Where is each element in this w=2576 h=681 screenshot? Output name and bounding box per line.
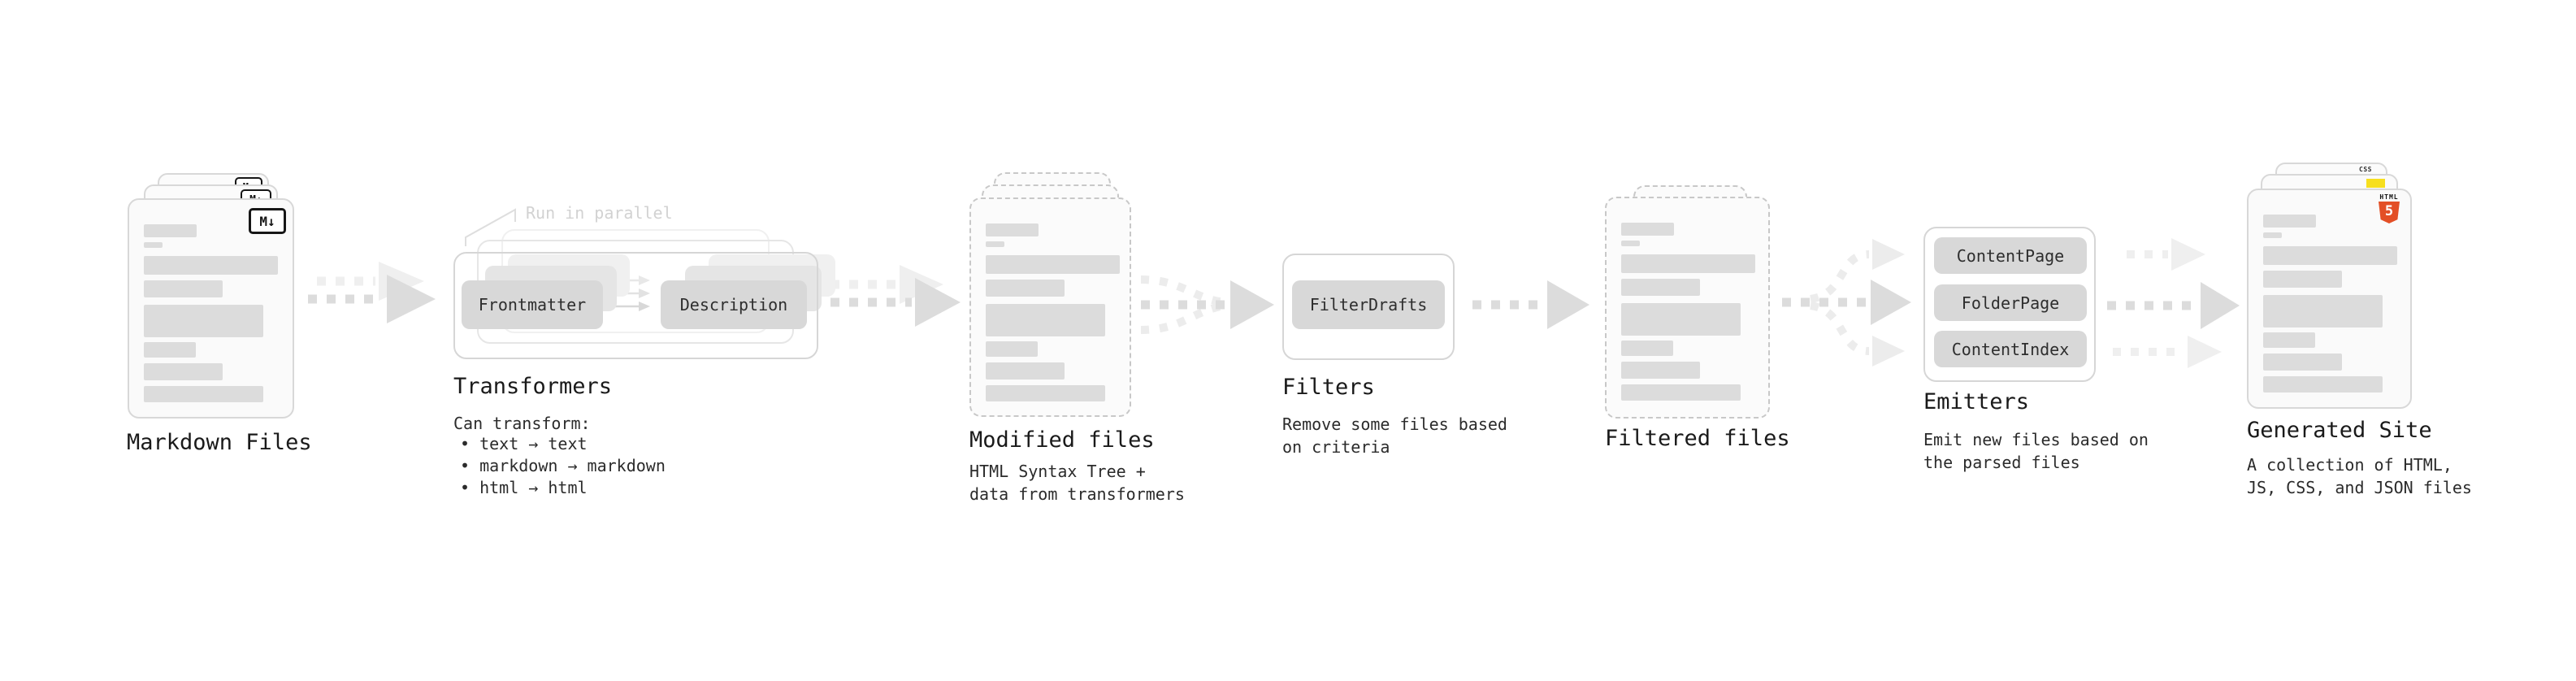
transformers-title: Transformers bbox=[453, 374, 613, 399]
emitter-contentpage-pill: ContentPage bbox=[1934, 237, 2087, 274]
arrow-emitters-to-site bbox=[2107, 238, 2240, 368]
site-file-front: HTML 5 bbox=[2247, 189, 2412, 409]
arrow-markdown-to-transformers bbox=[308, 262, 436, 323]
transformer-frontmatter-pill: Frontmatter bbox=[462, 280, 603, 329]
doc-content-placeholder bbox=[971, 199, 1130, 415]
modified-files-title: Modified files bbox=[969, 427, 1155, 453]
js-icon bbox=[2366, 179, 2385, 188]
bullet-item: • html → html bbox=[460, 478, 588, 497]
transformers-bullet-list: • text → text • markdown → markdown • ht… bbox=[460, 433, 666, 499]
filters-subtitle: Remove some files based on criteria bbox=[1282, 414, 1507, 457]
filtered-files-title: Filtered files bbox=[1605, 426, 1790, 451]
arrow-filters-to-filtered bbox=[1472, 280, 1589, 329]
arrow-transformers-to-modified bbox=[830, 265, 961, 327]
doc-content-placeholder bbox=[129, 200, 293, 417]
generated-site-title: Generated Site bbox=[2247, 418, 2432, 443]
modified-files-subtitle: HTML Syntax Tree + data from transformer… bbox=[969, 462, 1185, 504]
modified-file-front bbox=[969, 197, 1131, 417]
run-in-parallel-leader-line bbox=[465, 208, 516, 246]
filtered-file-front bbox=[1605, 197, 1770, 419]
filters-title: Filters bbox=[1282, 375, 1375, 400]
run-in-parallel-callout: Run in parallel bbox=[526, 203, 673, 223]
filter-drafts-pill: FilterDrafts bbox=[1292, 280, 1445, 329]
doc-content-placeholder bbox=[2249, 190, 2410, 407]
emitters-subtitle: Emit new files based on the parsed files bbox=[1923, 430, 2149, 472]
markdown-files-title: Markdown Files bbox=[127, 430, 312, 455]
markdown-icon: M↓ bbox=[249, 208, 286, 234]
bullet-item: • markdown → markdown bbox=[460, 456, 666, 475]
generated-site-subtitle: A collection of HTML, JS, CSS, and JSON … bbox=[2247, 455, 2472, 497]
transformers-desc-heading: Can transform: bbox=[453, 414, 591, 433]
emitters-title: Emitters bbox=[1923, 389, 2030, 414]
emitter-folderpage-pill: FolderPage bbox=[1934, 284, 2087, 321]
html5-icon: HTML 5 bbox=[2377, 194, 2401, 223]
markdown-file-front: M↓ bbox=[128, 198, 294, 419]
bullet-item: • text → text bbox=[460, 434, 588, 453]
transformer-stack-front bbox=[453, 252, 818, 359]
arrow-filtered-to-emitters-fanout bbox=[1782, 239, 1911, 367]
transformer-description-pill: Description bbox=[661, 280, 807, 329]
emitter-contentindex-pill: ContentIndex bbox=[1934, 331, 2087, 367]
doc-content-placeholder bbox=[1607, 198, 1768, 417]
arrow-modified-to-filters-merge bbox=[1140, 275, 1274, 334]
